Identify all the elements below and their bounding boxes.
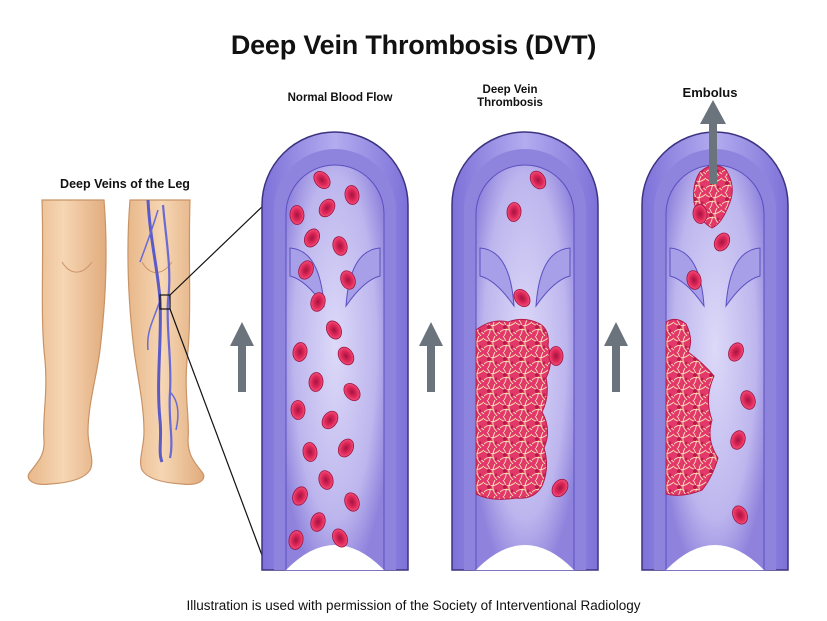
credit-line: Illustration is used with permission of … — [186, 598, 641, 613]
red-blood-cell — [332, 528, 348, 548]
deep-vein-secondary — [161, 204, 173, 459]
label-deep-veins-of-leg: Deep Veins of the Leg — [60, 177, 190, 191]
red-blood-cell — [340, 270, 356, 290]
red-blood-cell — [713, 232, 731, 252]
red-blood-cell — [292, 342, 308, 362]
flow-arrow-1 — [230, 322, 254, 392]
red-blood-cell — [326, 320, 342, 340]
label-normal-blood-flow: Normal Blood Flow — [287, 92, 393, 104]
red-blood-cell — [740, 390, 756, 410]
left-leg — [27, 199, 107, 485]
zoom-line-bottom — [169, 308, 267, 567]
red-blood-cell — [344, 185, 360, 205]
zoom-line-top — [169, 202, 267, 296]
red-blood-cell — [732, 505, 748, 525]
blood-cells — [288, 170, 756, 550]
red-blood-cell — [506, 202, 522, 222]
legs-illustration — [27, 199, 205, 485]
red-blood-cell — [513, 288, 531, 308]
red-blood-cell — [728, 342, 744, 362]
red-blood-cell — [298, 260, 314, 280]
vein-normal — [261, 131, 409, 571]
page-title: Deep Vein Thrombosis (DVT) — [230, 30, 597, 60]
red-blood-cell — [529, 170, 547, 190]
red-blood-cell — [308, 372, 324, 392]
red-blood-cell — [686, 270, 702, 290]
red-blood-cell — [692, 204, 708, 224]
red-blood-cell — [337, 438, 355, 458]
red-blood-cell — [343, 383, 361, 401]
red-blood-cell — [310, 292, 326, 312]
deep-vein-main — [146, 199, 164, 463]
red-blood-cell — [344, 492, 360, 512]
red-blood-cell — [303, 228, 321, 248]
vein-thrombosis — [451, 131, 599, 571]
red-blood-cell — [332, 236, 348, 256]
red-blood-cell — [288, 530, 304, 550]
flow-arrow-2 — [419, 322, 443, 392]
red-blood-cell — [313, 171, 331, 189]
red-blood-cell — [289, 205, 305, 225]
red-blood-cell — [318, 470, 334, 490]
label-dvt-line2: Thrombosis — [477, 97, 543, 109]
red-blood-cell — [302, 442, 318, 462]
right-leg — [127, 199, 205, 485]
label-deep-vein-thrombosis: Deep Vein Thrombosis — [455, 84, 565, 110]
red-blood-cell — [310, 512, 326, 532]
red-blood-cell — [290, 400, 306, 420]
label-embolus: Embolus — [682, 85, 738, 100]
red-blood-cell — [321, 410, 339, 430]
vein-embolus — [641, 131, 789, 571]
red-blood-cell — [318, 198, 336, 218]
label-dvt-line1: Deep Vein — [482, 84, 538, 96]
red-blood-cell — [551, 478, 569, 498]
red-blood-cell — [548, 346, 564, 366]
thrombus-clot — [475, 318, 552, 500]
red-blood-cell — [292, 486, 308, 506]
embolus-arrow — [700, 100, 726, 184]
detail-box — [159, 294, 171, 310]
remaining-clot — [665, 318, 719, 496]
red-blood-cell — [337, 346, 355, 366]
red-blood-cell — [730, 430, 746, 450]
flow-arrow-3 — [604, 322, 628, 392]
